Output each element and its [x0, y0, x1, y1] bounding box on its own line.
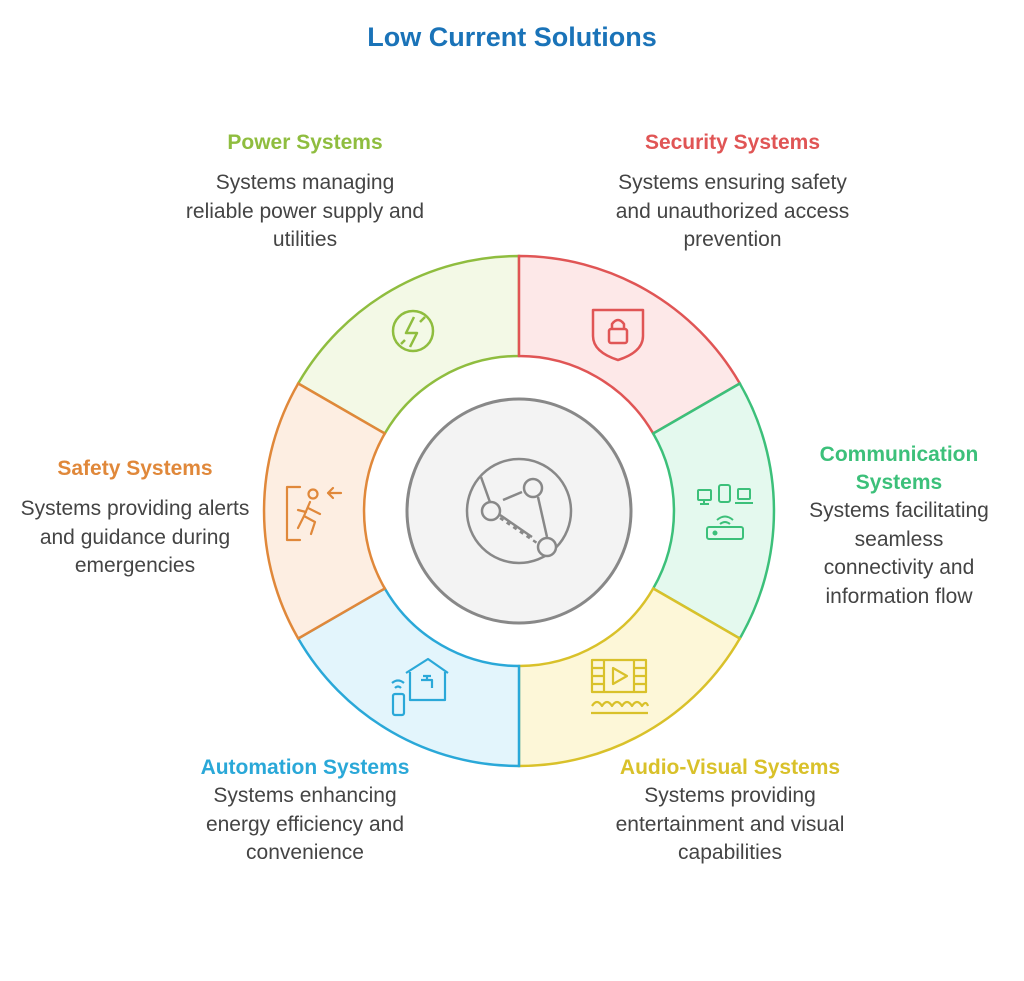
communication-systems-title: Communication Systems	[819, 443, 979, 494]
communication-systems-block: Communication Systems Systems facilitati…	[800, 441, 998, 611]
center-hub	[405, 397, 633, 625]
ring-segment-security	[517, 254, 742, 436]
power-systems-title: Power Systems	[227, 131, 383, 154]
communication-systems-description: Systems facilitating seamless connectivi…	[809, 499, 989, 608]
cinema-screen-icon	[590, 658, 650, 715]
audio-visual-systems-title: Audio-Visual Systems	[619, 756, 841, 779]
smart-home-icon	[391, 657, 449, 717]
ring-segment-power	[296, 254, 521, 436]
automation-systems-title: Automation Systems	[200, 756, 410, 779]
security-systems-description: Systems ensuring safety and unauthorized…	[615, 171, 850, 251]
power-systems-block: Power Systems Systems managing reliable …	[185, 129, 425, 255]
ring-segment-automation	[296, 586, 521, 768]
audio-visual-systems-description: Systems providing entertainment and visu…	[615, 784, 845, 864]
security-systems-block: Security Systems Systems ensuring safety…	[610, 129, 855, 255]
safety-systems-block: Safety Systems Systems providing alerts …	[20, 455, 250, 581]
audio-visual-systems-block: Audio-Visual Systems Systems providing e…	[610, 754, 850, 868]
devices-router-icon	[697, 484, 753, 540]
ring-segment-safety	[262, 381, 387, 641]
ring-segment-av	[517, 586, 742, 768]
emergency-exit-icon	[285, 485, 343, 542]
automation-systems-description: Systems enhancing energy efficiency and …	[205, 784, 405, 864]
shield-lock-icon	[591, 308, 645, 362]
security-systems-title: Security Systems	[644, 131, 821, 154]
page-title: Low Current Solutions	[367, 22, 657, 52]
network-globe-icon	[465, 457, 573, 565]
power-systems-description: Systems managing reliable power supply a…	[185, 171, 425, 251]
power-bolt-icon	[391, 309, 435, 353]
safety-systems-title: Safety Systems	[57, 457, 213, 480]
safety-systems-description: Systems providing alerts and guidance du…	[20, 497, 250, 577]
automation-systems-block: Automation Systems Systems enhancing ene…	[185, 754, 425, 868]
ring-segment-communication	[651, 381, 776, 641]
